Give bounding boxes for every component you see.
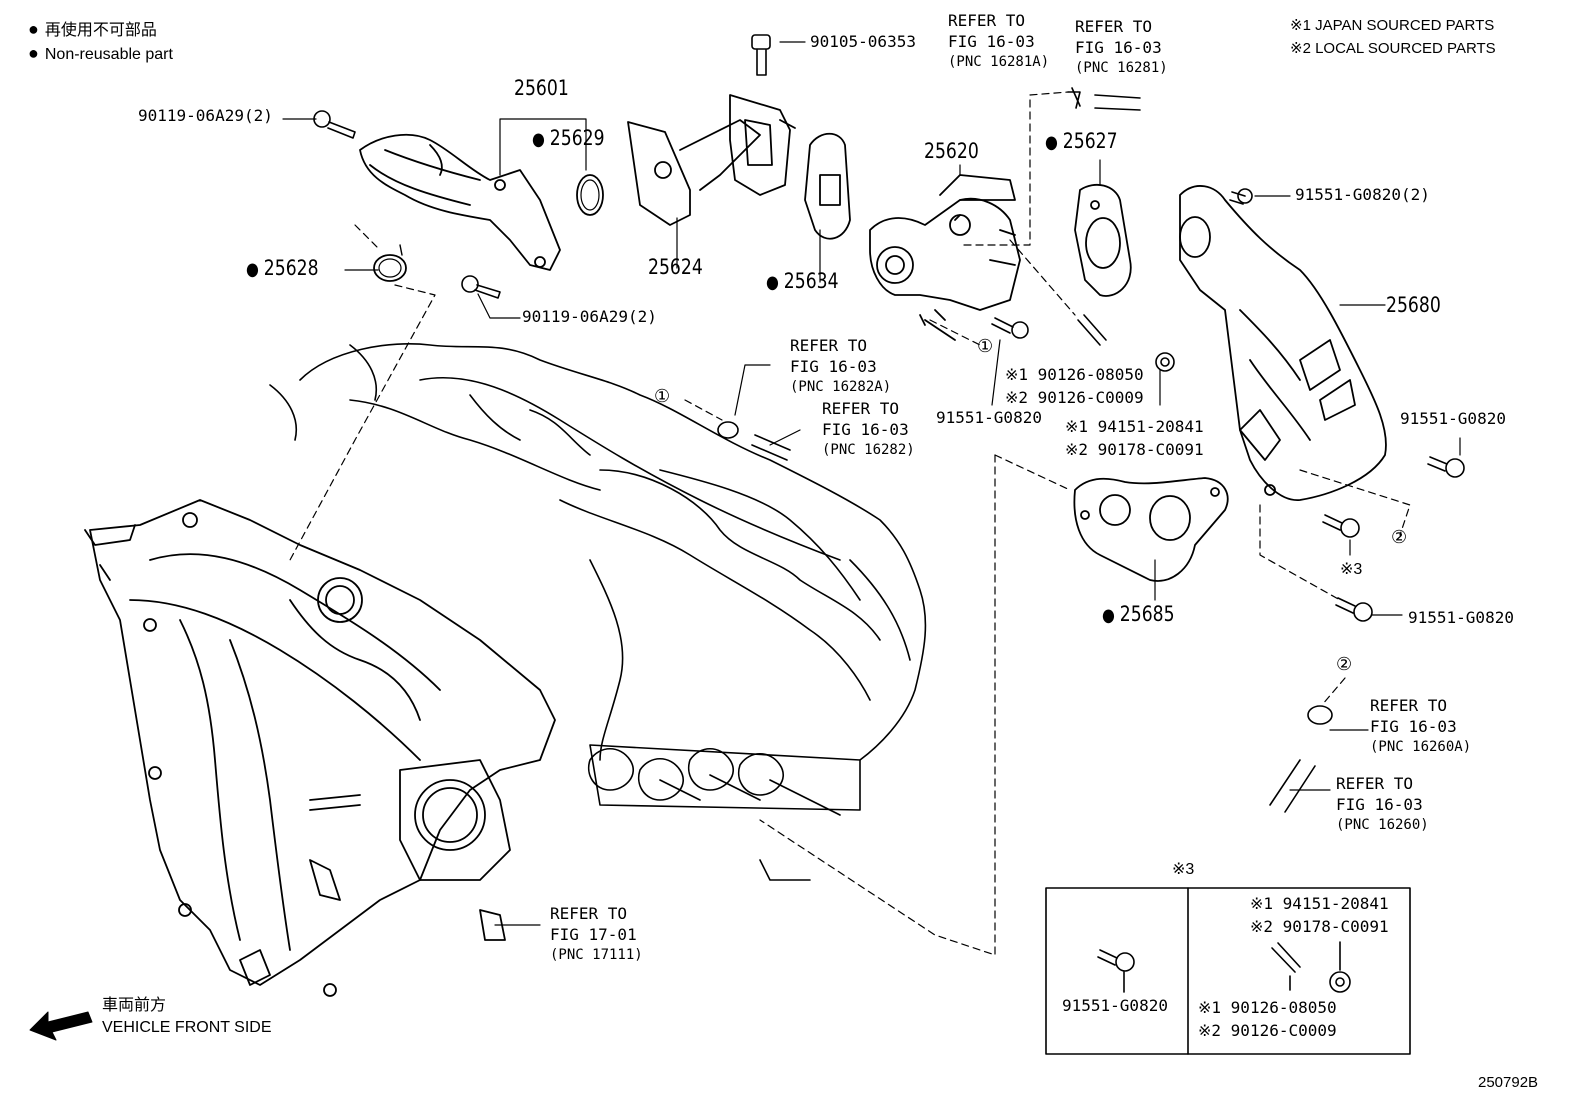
part-bolt-91551-low[interactable]: 91551-G0820 [1408,608,1514,627]
ref-line1: REFER TO [1370,696,1448,715]
part-25685[interactable]: 25685 [1102,604,1175,625]
engine-block [270,344,925,880]
ref-line2: FIG 16-03 [1075,38,1162,57]
ref-line1: REFER TO [1336,774,1414,793]
marker-1-clip: ① [654,386,671,406]
bolt-91551-cooler [1230,189,1464,621]
reference-16281[interactable]: REFER TO FIG 16-03 (PNC 16281) [1075,16,1168,79]
ref-pnc: (PNC 16281A) [948,54,1050,70]
vehicle-front-en: VEHICLE FRONT SIDE [102,1019,272,1036]
gasket-25685 [1074,478,1227,581]
part-bolt-90119-bottom[interactable]: 90119-06A29(2) [522,307,657,326]
bolt-90119-06A29 [314,111,500,298]
ref-line1: REFER TO [1075,17,1153,36]
note-3-marker: ※3 [1340,561,1363,578]
part-25629[interactable]: 25629 [532,128,605,149]
ref-line2: FIG 16-03 [1370,717,1457,736]
reference-16260[interactable]: REFER TO FIG 16-03 (PNC 16260) [1336,773,1429,836]
reference-16282[interactable]: REFER TO FIG 16-03 (PNC 16282) [822,398,915,461]
egr-pipe-25624 [628,95,795,225]
egr-pipe-25601 [360,135,560,270]
dashed-lines [290,92,1410,955]
part-25624[interactable]: 25624 [648,255,703,279]
part-bolt-91551-pair[interactable]: 91551-G0820(2) [1295,185,1430,204]
vehicle-front-arrow [30,1012,92,1040]
part-25680[interactable]: 25680 [1386,293,1441,317]
inset-parts [1098,942,1350,992]
inset-bolt[interactable]: 91551-G0820 [1062,996,1168,1015]
inset-stud-japan[interactable]: ※1 90126-08050 [1198,998,1337,1017]
egr-cooler-25680 [1180,186,1386,500]
inset-nut-japan[interactable]: ※1 94151-20841 [1250,894,1389,913]
local-sourced-note: ※2 LOCAL SOURCED PARTS [1290,40,1496,57]
inset-box [1046,888,1410,1054]
ref-line2: FIG 16-03 [822,420,909,439]
ref-pnc: (PNC 16281) [1075,60,1168,76]
ref-line1: REFER TO [948,11,1026,30]
figure-id: 250792B [1478,1074,1539,1091]
egr-valve-25620 [870,175,1020,340]
leader-lines [283,42,1460,925]
inset-title: ※3 [1172,861,1195,878]
part-25601[interactable]: 25601 [514,76,569,100]
part-stud-local[interactable]: ※2 90126-C0009 [1005,388,1144,407]
reference-16281A[interactable]: REFER TO FIG 16-03 (PNC 16281A) [948,10,1049,73]
reference-17111[interactable]: REFER TO FIG 17-01 (PNC 17111) [550,903,643,966]
nut-94151 [1156,353,1174,371]
intake-manifold [85,500,555,996]
ref-pnc: (PNC 17111) [550,947,643,963]
japan-sourced-note: ※1 JAPAN SOURCED PARTS [1290,17,1495,34]
part-nut-local[interactable]: ※2 90178-C0091 [1065,440,1204,459]
bolt-91551-valve [992,318,1028,338]
reference-16282A[interactable]: REFER TO FIG 16-03 (PNC 16282A) [790,335,891,398]
ref-pnc: (PNC 16282) [822,442,915,458]
gasket-25629 [577,175,603,215]
part-25627[interactable]: 25627 [1045,131,1118,152]
ref-line2: FIG 16-03 [948,32,1035,51]
legend-nonreusable-jp: 再使用不可部品 [28,20,157,39]
part-bolt-90119-top[interactable]: 90119-06A29(2) [138,106,273,125]
gasket-25627 [1075,185,1131,296]
part-nut-japan[interactable]: ※1 94151-20841 [1065,417,1204,436]
stud-90126 [1078,315,1106,345]
marker-1-valve: ① [977,336,994,356]
part-stud-japan[interactable]: ※1 90126-08050 [1005,365,1144,384]
part-bolt-91551-valve[interactable]: 91551-G0820 [936,408,1042,427]
legend-nonreusable-en: Non-reusable part [28,44,173,63]
ref-line1: REFER TO [822,399,900,418]
reference-16260A[interactable]: REFER TO FIG 16-03 (PNC 16260A) [1370,695,1471,758]
part-bolt-91551-right[interactable]: 91551-G0820 [1400,409,1506,428]
ref-pnc: (PNC 16260A) [1370,739,1472,755]
part-25620[interactable]: 25620 [924,139,979,163]
inset-nut-local[interactable]: ※2 90178-C0091 [1250,917,1389,936]
gasket-25628 [374,255,406,281]
bolt-90105-06353 [752,35,770,75]
marker-2-cooler: ② [1391,527,1408,547]
inset-stud-local[interactable]: ※2 90126-C0009 [1198,1021,1337,1040]
ref-line2: FIG 16-03 [1336,795,1423,814]
vehicle-front-jp: 車両前方 [102,997,167,1014]
ref-line2: FIG 17-01 [550,925,637,944]
hose-clips [718,88,1332,812]
ref-pnc: (PNC 16260) [1336,817,1429,833]
gasket-25634 [805,134,850,239]
part-25628[interactable]: 25628 [246,258,319,279]
part-25634[interactable]: 25634 [766,271,839,292]
ref-pnc: (PNC 16282A) [790,379,892,395]
ref-line1: REFER TO [550,904,628,923]
marker-2-clip: ② [1336,654,1353,674]
part-bolt-90105[interactable]: 90105-06353 [810,32,916,51]
ref-line2: FIG 16-03 [790,357,877,376]
ref-line1: REFER TO [790,336,868,355]
